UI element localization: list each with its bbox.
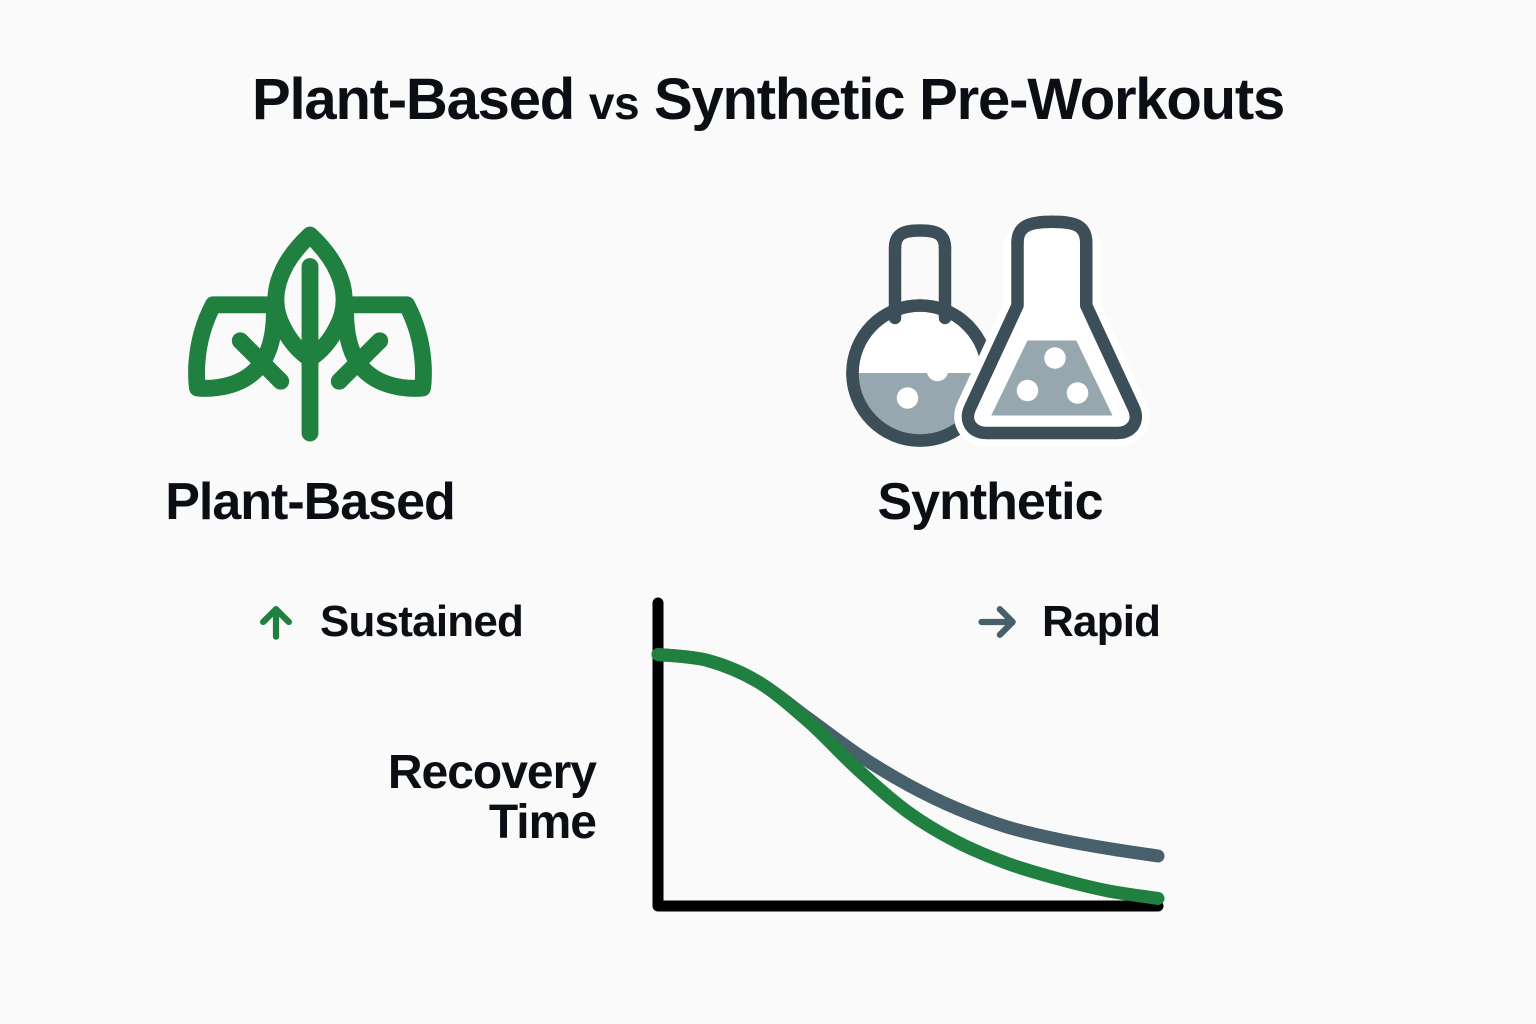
plant-leaves-icon xyxy=(30,180,590,470)
y-axis-label-line-1: Recovery xyxy=(387,746,597,799)
arrow-up-icon xyxy=(250,596,302,648)
title-part-two: Synthetic Pre-Workouts xyxy=(654,67,1285,132)
chart-line-synthetic xyxy=(651,648,1165,863)
column-label-plant-based: Plant-Based xyxy=(165,473,456,531)
erlenmeyer-flask-icon xyxy=(954,214,1150,447)
column-plant-based: Plant-Based xyxy=(30,180,590,528)
page-title: Plant-Based vs Synthetic Pre-Workouts xyxy=(0,66,1536,133)
title-part-one: Plant-Based xyxy=(252,67,575,132)
column-synthetic: Synthetic xyxy=(710,180,1270,528)
round-flask-icon xyxy=(846,223,994,447)
column-label-synthetic: Synthetic xyxy=(877,473,1103,531)
chart-y-axis-label: Recovery Time xyxy=(300,746,597,849)
recovery-decay-chart xyxy=(630,590,1190,930)
attribute-label-sustained: Sustained xyxy=(320,597,524,646)
attribute-sustained: Sustained xyxy=(250,596,524,648)
chemistry-flasks-icon xyxy=(710,180,1270,470)
y-axis-label-line-2: Time xyxy=(488,795,597,849)
chart-line-plant-based xyxy=(651,648,1165,905)
chart-axes xyxy=(652,597,1164,912)
title-connector: vs xyxy=(588,77,640,129)
arrow-right-icon xyxy=(972,596,1024,648)
attribute-label-rapid: Rapid xyxy=(1042,597,1161,646)
attribute-rapid: Rapid xyxy=(972,596,1161,648)
